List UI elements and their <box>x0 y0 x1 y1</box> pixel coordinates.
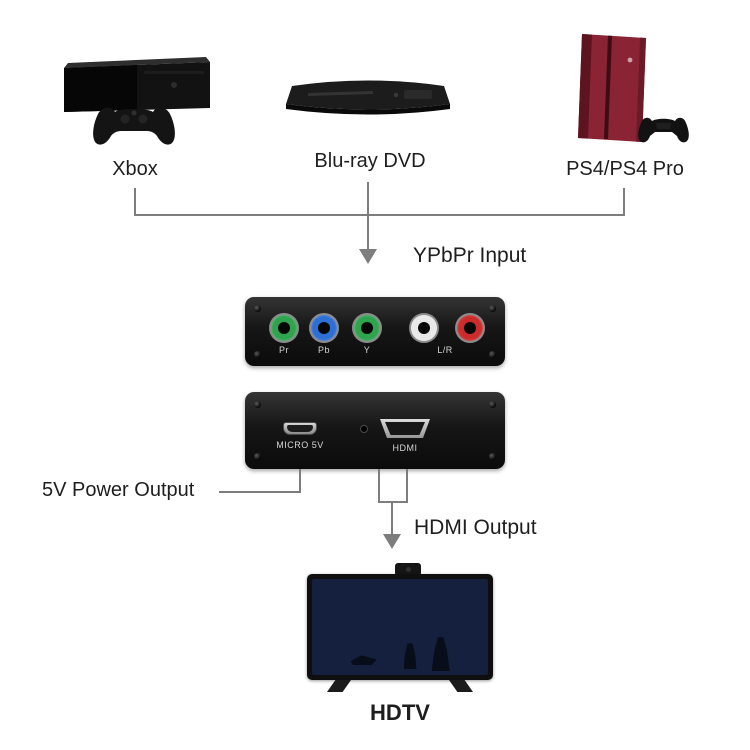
ypbpr-input-label: YPbPr Input <box>413 244 527 267</box>
xbox-controller-icon <box>93 107 175 145</box>
tv-camera-icon <box>395 563 421 576</box>
hdmi-out-shaft <box>391 501 393 535</box>
screw-icon <box>489 351 496 358</box>
connector-line-ps4 <box>623 188 625 216</box>
screw-icon <box>254 401 261 408</box>
connector-line-xbox <box>134 188 136 216</box>
debris-silhouette-icon <box>350 655 377 666</box>
port-label-lr: L/R <box>437 345 453 355</box>
hdtv-label: HDTV <box>370 700 430 725</box>
hdmi-out-line-right <box>406 469 408 503</box>
connector-line-bluray <box>367 182 369 216</box>
ps4-console-illustration <box>578 34 689 143</box>
tv-left-foot <box>327 680 351 692</box>
xbox-label: Xbox <box>112 158 158 180</box>
soldier-silhouette-icon <box>431 637 450 672</box>
screw-icon <box>489 453 496 460</box>
hdmi-output-label: HDMI Output <box>414 516 537 539</box>
tv-right-foot <box>449 680 473 692</box>
hdmi-output-arrow-icon <box>383 534 401 549</box>
connector-line-bus <box>134 214 625 216</box>
micro-usb-label: MICRO 5V <box>276 440 324 450</box>
converter-front-panel: Pr Pb Y L/R <box>245 297 505 366</box>
screw-icon <box>489 305 496 312</box>
screw-icon <box>489 401 496 408</box>
hdmi-port-label: HDMI <box>392 443 418 453</box>
rca-port-audio-left <box>411 315 437 341</box>
rca-port-y <box>354 315 380 341</box>
hdmi-port <box>380 419 430 438</box>
screw-icon <box>254 305 261 312</box>
power-callout-line-v <box>299 469 301 493</box>
xbox-console-illustration <box>64 57 210 145</box>
screw-icon <box>254 453 261 460</box>
rca-port-pb <box>311 315 337 341</box>
converter-back-panel: MICRO 5V HDMI <box>245 392 505 469</box>
connector-line-input-shaft <box>367 214 369 250</box>
port-label-pb: Pb <box>317 345 330 355</box>
ps4-controller-icon <box>638 117 689 143</box>
port-label-pr: Pr <box>279 345 289 355</box>
hdtv-illustration <box>307 563 493 698</box>
input-arrow-icon <box>359 249 377 264</box>
micro-usb-port <box>283 422 317 435</box>
pinhole-icon <box>361 426 367 432</box>
port-label-y: Y <box>363 345 371 355</box>
power-callout-line-h <box>219 491 301 493</box>
screw-icon <box>254 351 261 358</box>
bluray-label: Blu-ray DVD <box>314 150 426 172</box>
rca-port-pr <box>271 315 297 341</box>
power-output-label: 5V Power Output <box>42 479 195 501</box>
ps4-label: PS4/PS4 Pro <box>566 158 684 180</box>
tv-frame <box>307 574 493 680</box>
bluray-player-illustration <box>286 80 450 115</box>
rca-port-audio-right <box>457 315 483 341</box>
soldier-silhouette-icon <box>403 643 417 670</box>
hdmi-out-line-left <box>378 469 380 503</box>
hdmi-out-line-join <box>378 501 408 503</box>
tv-screen-game-scene <box>312 579 488 675</box>
